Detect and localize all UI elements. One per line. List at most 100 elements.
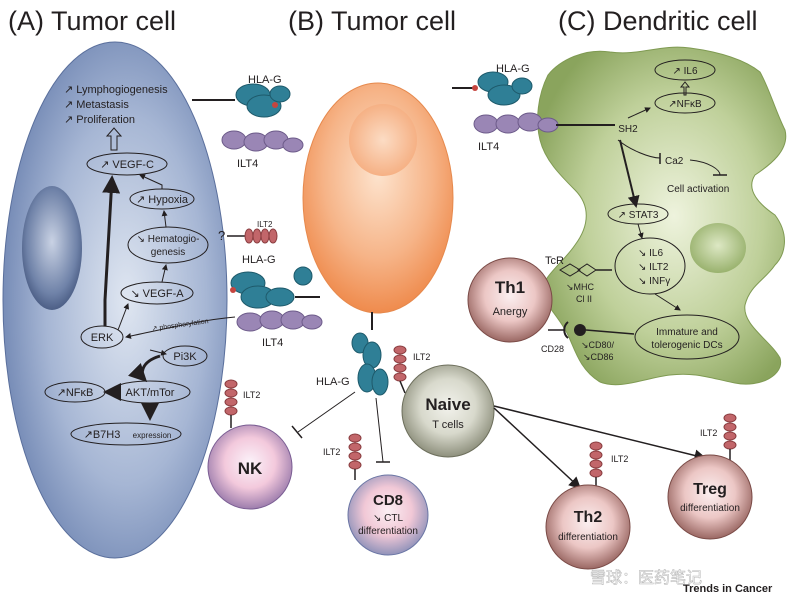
- ilt4-domain: [282, 137, 304, 153]
- tumor-cell-a: [2, 41, 228, 559]
- hla-g-domain: [265, 287, 295, 307]
- ilt2-label-th2: ILT2: [611, 454, 628, 464]
- ilt2-domain: [348, 460, 362, 470]
- vegf-a-label: ↘ VEGF-A: [130, 288, 184, 300]
- ilt4-label-top: ILT4: [237, 158, 258, 170]
- immature-dc-label-line1: Immature and: [656, 327, 718, 338]
- ilt2-receptor-nk: ILT2: [224, 379, 260, 428]
- cl2-label: Cl II: [576, 294, 592, 304]
- ilt2-label-b: ILT2: [257, 220, 273, 229]
- cd8-subtitle-line1: ↘ CTL: [373, 513, 403, 524]
- panel-c-title: (C) Dendritic cell: [558, 6, 758, 36]
- akt-mtor-label: AKT/mTor: [126, 387, 175, 399]
- il6-up-label: ↗ IL6: [672, 66, 697, 77]
- ilt2-receptor-b: [227, 228, 278, 244]
- ilt4-label-c: ILT4: [478, 141, 499, 153]
- cd80-label: ↘CD80/: [581, 340, 615, 350]
- vegf-a-node: [120, 281, 194, 305]
- peptide-dot: [230, 287, 236, 293]
- ilt2-domain: [393, 345, 407, 355]
- double-arrow-erk-to-vegf-c: [102, 175, 121, 326]
- ilt2-domain: [244, 228, 254, 244]
- arrow-erk-to-vegf-a: [117, 303, 130, 331]
- hla-g-domain: [511, 77, 533, 95]
- hla-g-domain: [371, 368, 389, 396]
- ilt2-domain: [393, 354, 407, 364]
- ilt4-domain: [301, 314, 323, 330]
- ilt4-domain: [259, 310, 285, 330]
- naive-differentiation-arrows: [493, 405, 707, 490]
- dendritic-cell: [537, 46, 787, 386]
- th2-title: Th2: [574, 509, 603, 526]
- ilt2-domain: [348, 451, 362, 461]
- ilt2-label-treg: ILT2: [700, 428, 717, 438]
- cd8-subtitle-line2: differentiation: [358, 526, 418, 537]
- arrow-receptor-to-erk: [125, 316, 236, 339]
- nk-title: NK: [238, 459, 263, 478]
- vegf-c-node: [86, 152, 168, 176]
- ilt2-receptor-naive: ILT2: [393, 345, 430, 394]
- arrow-sh2-to-nfkb: [627, 107, 651, 119]
- hollow-arrow-to-outcomes: [105, 127, 123, 151]
- ilt2-domain: [589, 441, 603, 451]
- stat3-label: ↗ STAT3: [618, 210, 659, 221]
- arrow-naive-to-treg: [493, 405, 707, 462]
- ilt2-receptor-treg: ILT2: [700, 413, 737, 460]
- inhibit-line-nk: [297, 391, 356, 433]
- ilt2-domain: [393, 363, 407, 373]
- ilt2-domain: [723, 440, 737, 450]
- nfkb-c-label: ↗NFκB: [668, 99, 702, 110]
- tcr-label: TcR: [545, 255, 564, 267]
- outcome-lymphogiogenesis: ↗ Lymphogiogenesis: [64, 84, 168, 96]
- ilt2-domain: [589, 468, 603, 478]
- th1-cell: [467, 257, 553, 343]
- panel-a-title: (A) Tumor cell: [8, 6, 176, 36]
- hla-g-label-bottom: HLA-G: [316, 376, 350, 388]
- vegf-c-label: ↗ VEGF-C: [100, 159, 154, 171]
- th1-subtitle: Anergy: [493, 306, 528, 318]
- mhc-label: ↘MHC: [566, 282, 595, 292]
- ilt2-label-nk: ILT2: [243, 390, 260, 400]
- erk-node: [80, 325, 124, 349]
- outcome-metastasis: ↗ Metastasis: [64, 99, 129, 111]
- hla-g-domain: [246, 94, 282, 118]
- ilt2-domain: [224, 379, 238, 389]
- treg-title: Treg: [693, 481, 727, 498]
- ilt4-domain: [495, 114, 521, 134]
- cd80-stem: [585, 329, 635, 335]
- hla-g-ilt4-complex-mid: HLA-G ILT4: [230, 254, 323, 349]
- ilt4-domain: [280, 310, 306, 330]
- cd28-label: CD28: [541, 344, 564, 354]
- il6-up-node: [654, 59, 716, 81]
- b7h3-label: ↗B7H3: [84, 429, 121, 441]
- hla-g-stem-bottom: HLA-G: [316, 312, 389, 396]
- outcome-proliferation: ↗ Proliferation: [64, 114, 135, 126]
- ilt2-domain: [348, 433, 362, 443]
- ilt2-domain: [723, 413, 737, 423]
- ilt2-domain: [224, 397, 238, 407]
- dendritic-cell-nucleus: [690, 223, 746, 273]
- nk-cell: [207, 424, 293, 510]
- pi3k-node: [162, 345, 208, 367]
- source-label: Trends in Cancer: [683, 583, 773, 595]
- arrow-hypoxia-to-vegf-c: [139, 174, 163, 189]
- ilt2-domain: [252, 228, 262, 244]
- hematogiogenesis-label-line2: genesis: [151, 247, 185, 258]
- hla-g-label-top: HLA-G: [248, 74, 282, 86]
- immature-dc-label-line2: tolerogenic DCs: [651, 340, 722, 351]
- arrow-naive-to-th2: [493, 407, 582, 490]
- ca2-label: Ca2: [665, 156, 684, 167]
- naive-title: Naive: [425, 395, 470, 414]
- nfkb-c-node: [654, 92, 716, 114]
- cell-activation-label: Cell activation: [667, 184, 729, 195]
- peptide-dot: [472, 85, 478, 91]
- cd28-receptor: [563, 321, 569, 339]
- naive-t-cell: [401, 364, 495, 458]
- immature-dc-node: [634, 314, 740, 360]
- tumor-cell-a-nucleus: [22, 186, 82, 310]
- tumor-cell-b-nucleus: [349, 104, 417, 176]
- arrow-sh2-to-stat3: [619, 139, 640, 208]
- inhibit-ca2-line: [689, 159, 721, 176]
- panel-b-title: (B) Tumor cell: [288, 6, 456, 36]
